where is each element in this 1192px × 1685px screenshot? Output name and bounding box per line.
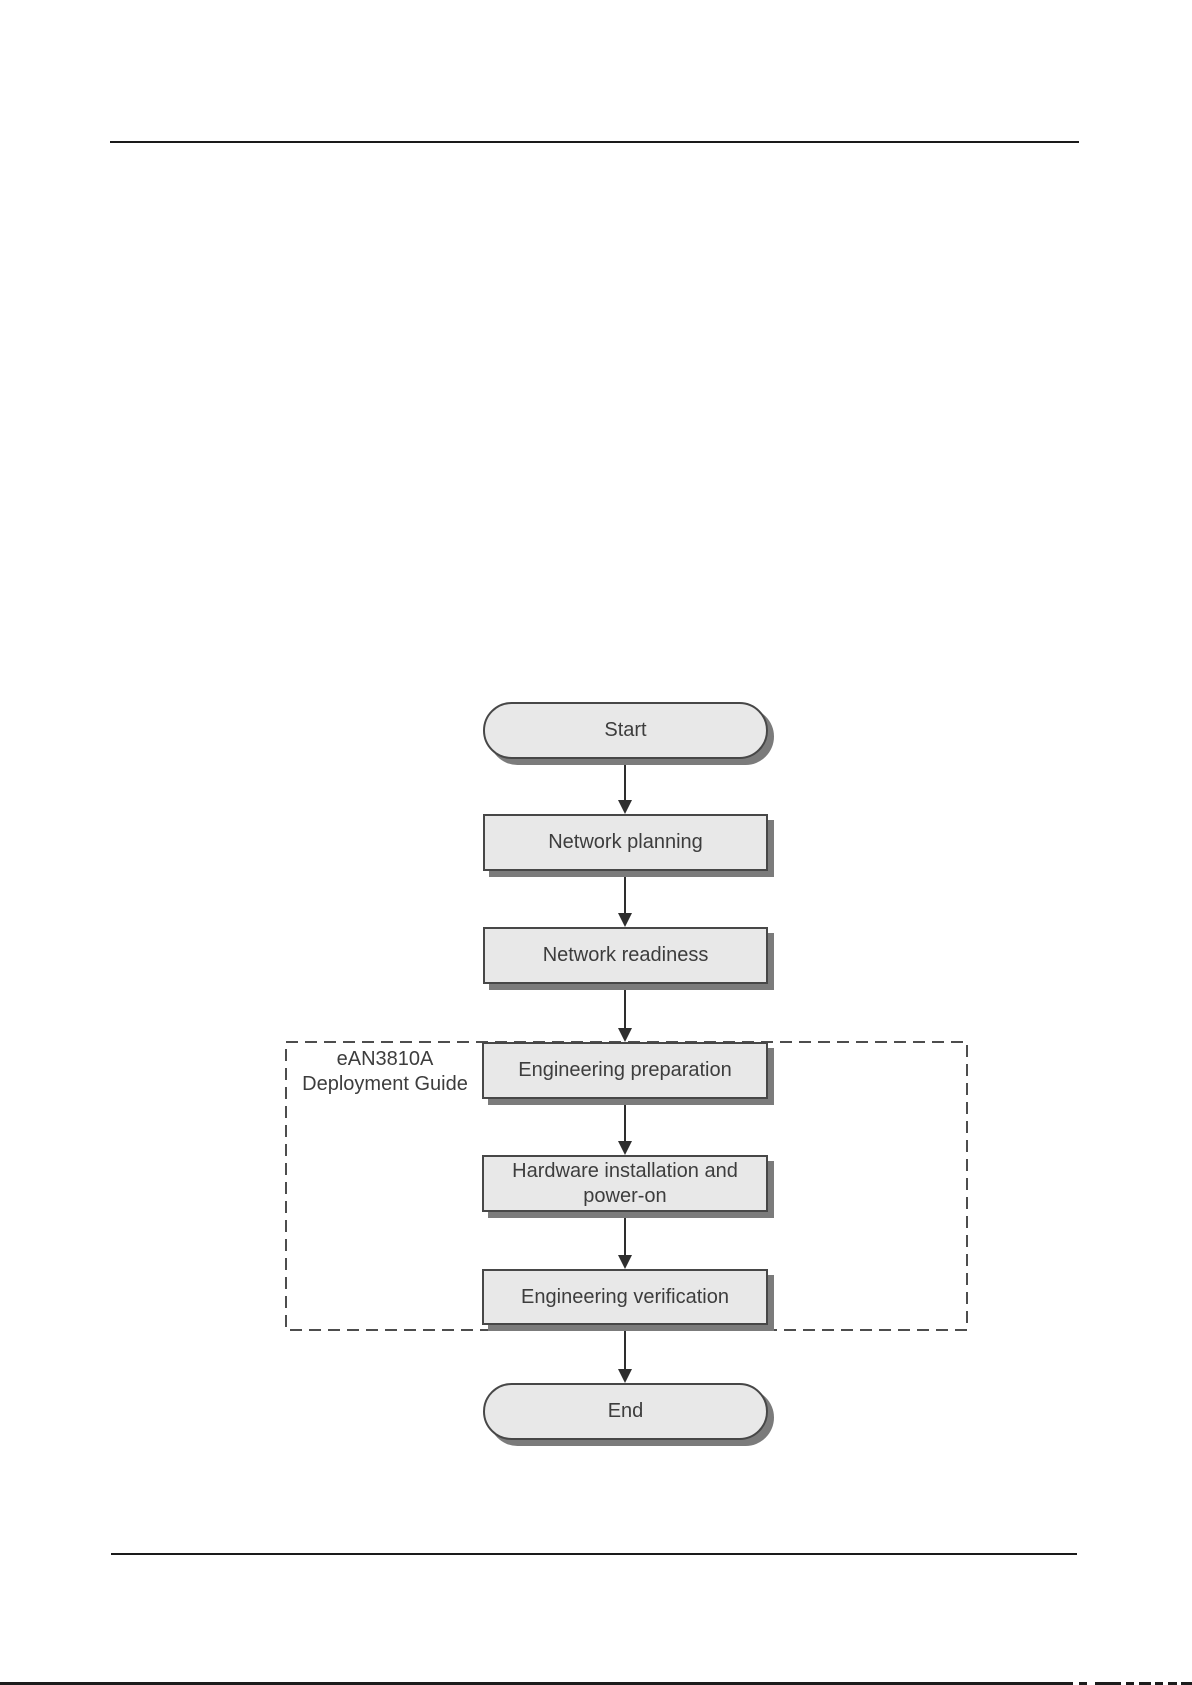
node-label-line2: power-on bbox=[583, 1184, 667, 1207]
group-label-line1: eAN3810A bbox=[336, 1048, 434, 1070]
flowchart-node-network-planning: Network planning bbox=[483, 814, 768, 871]
footer-rule bbox=[111, 1553, 1077, 1555]
bottom-edge-line bbox=[0, 1682, 1073, 1685]
arrow-down-icon bbox=[618, 1141, 632, 1155]
arrow-line bbox=[624, 1212, 626, 1256]
flowchart-node-end: End bbox=[483, 1383, 768, 1440]
flow-arrow-4 bbox=[618, 1099, 632, 1155]
deployment-guide-group-box bbox=[285, 1041, 968, 1331]
bottom-edge-fragment bbox=[1095, 1682, 1121, 1685]
bottom-edge-fragment bbox=[1126, 1682, 1134, 1685]
flowchart-node-engineering-preparation: Engineering preparation bbox=[482, 1042, 768, 1099]
flow-arrow-3 bbox=[618, 984, 632, 1042]
flowchart-node-network-readiness: Network readiness bbox=[483, 927, 768, 984]
arrow-line bbox=[624, 984, 626, 1029]
arrow-down-icon bbox=[618, 1255, 632, 1269]
node-label: Network readiness bbox=[542, 944, 709, 966]
bottom-edge-fragment bbox=[1139, 1682, 1151, 1685]
node-label: Engineering verification bbox=[521, 1285, 729, 1308]
group-label-line2: Deployment Guide bbox=[302, 1073, 468, 1095]
bottom-edge-fragment bbox=[1168, 1682, 1177, 1685]
flow-arrow-6 bbox=[618, 1325, 632, 1383]
node-label: Network planning bbox=[548, 831, 703, 853]
flow-arrow-2 bbox=[618, 871, 632, 927]
bottom-edge-fragment bbox=[1155, 1682, 1163, 1685]
arrow-line bbox=[624, 1325, 626, 1370]
bottom-edge-fragment bbox=[1181, 1682, 1192, 1685]
arrow-down-icon bbox=[618, 1369, 632, 1383]
arrow-down-icon bbox=[618, 1028, 632, 1042]
flowchart-node-engineering-verification: Engineering verification bbox=[482, 1269, 768, 1325]
deployment-guide-group-label: eAN3810A Deployment Guide bbox=[287, 1047, 483, 1097]
node-label-line1: Hardware installation and bbox=[512, 1159, 738, 1182]
arrow-down-icon bbox=[618, 800, 632, 814]
arrow-line bbox=[624, 759, 626, 801]
header-rule bbox=[110, 141, 1079, 143]
flowchart-node-hardware-installation: Hardware installation and power-on bbox=[482, 1155, 768, 1212]
flowchart-node-start: Start bbox=[483, 702, 768, 759]
node-label: Engineering preparation bbox=[518, 1059, 732, 1081]
bottom-edge-fragment bbox=[1079, 1682, 1087, 1685]
node-label: End bbox=[607, 1400, 644, 1422]
flow-arrow-1 bbox=[618, 759, 632, 814]
flow-arrow-5 bbox=[618, 1212, 632, 1269]
arrow-line bbox=[624, 1099, 626, 1142]
node-label: Start bbox=[604, 719, 647, 741]
arrow-line bbox=[624, 871, 626, 914]
arrow-down-icon bbox=[618, 913, 632, 927]
